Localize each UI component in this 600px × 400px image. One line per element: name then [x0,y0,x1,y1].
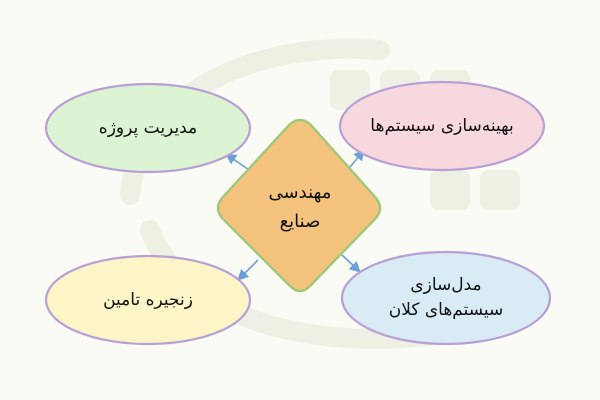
node-top-left-label: مدیریت پروژه [98,117,198,138]
arrow-to-bottom-left [237,259,259,281]
node-top-right-shape [338,80,546,172]
node-bottom-left-shape [44,254,252,346]
center-label: مهندسی صنایع [268,182,332,232]
node-top-right-label: بهینه‌سازی سیستم‌ها [370,115,514,136]
node-top-left-shape [44,82,252,174]
arrow-to-bottom-right [341,254,361,273]
node-bottom-right-label: مدل‌سازی سیستم‌های کلان [388,275,504,320]
center-diamond-shape [216,118,382,293]
node-bottom-right-shape [340,250,552,346]
node-bottom-left-label: زنجیره تامین [103,289,193,310]
